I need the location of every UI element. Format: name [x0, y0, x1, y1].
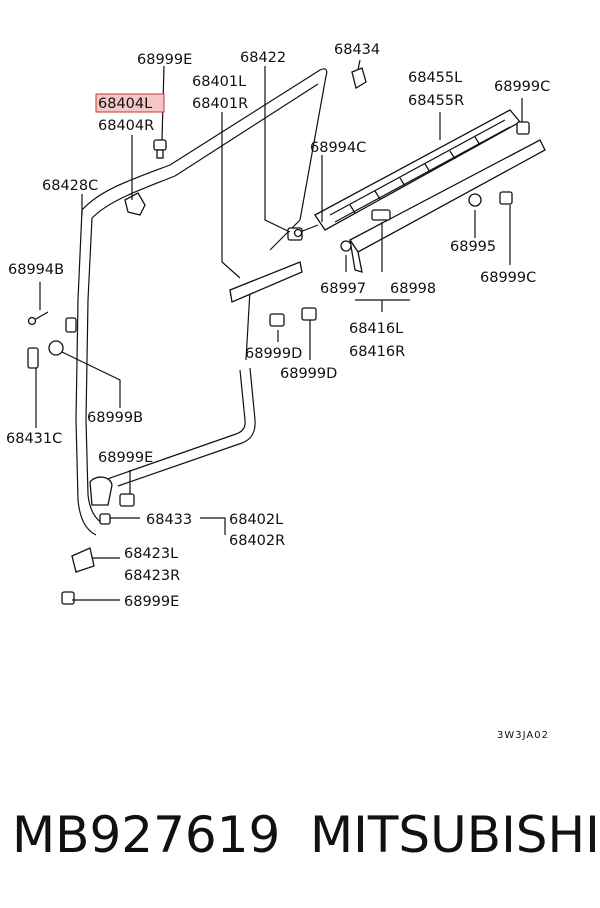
label-68997: 68997	[320, 281, 366, 297]
clip-68999D-b	[301, 307, 317, 321]
label-68422: 68422	[240, 50, 286, 66]
label-68404R: 68404R	[98, 118, 154, 134]
highlight-68404L	[95, 93, 165, 113]
label-68998: 68998	[390, 281, 436, 297]
clip-68995	[468, 193, 482, 207]
bracket-68404	[124, 192, 146, 216]
label-68999C-top: 68999C	[494, 79, 550, 95]
label-68431C: 68431C	[6, 431, 62, 447]
label-68402R: 68402R	[229, 533, 285, 549]
label-68434: 68434	[334, 42, 380, 58]
latch-68402	[89, 476, 113, 506]
label-68455L: 68455L	[408, 70, 462, 86]
leader-lines	[35, 59, 523, 601]
bolt-68999C-bottom	[499, 191, 513, 205]
label-68999E-bottom: 68999E	[124, 594, 179, 610]
bolt-68994C	[293, 224, 319, 238]
clip-68998	[371, 209, 391, 221]
part-number: MB927619	[12, 806, 281, 864]
clip-68999E-bottom	[61, 591, 75, 605]
clip-68997	[340, 240, 352, 252]
door-frame	[75, 68, 328, 536]
clip-68431C	[27, 347, 39, 369]
label-68999E-top: 68999E	[137, 52, 192, 68]
parts-diagram: 68999E 68404L 68404R 68422 68401L 68401R…	[6, 42, 550, 741]
label-68423L: 68423L	[124, 546, 178, 562]
clip-68434	[351, 67, 367, 90]
clip-68999B	[48, 340, 64, 356]
label-68995: 68995	[450, 239, 496, 255]
clip-68999E-mid	[119, 493, 135, 507]
label-68416L: 68416L	[349, 321, 403, 337]
label-68404L: 68404L	[98, 96, 152, 112]
label-68416R: 68416R	[349, 344, 405, 360]
label-68999D-b: 68999D	[280, 366, 337, 382]
label-68999C-bottom: 68999C	[480, 270, 536, 286]
label-68999B: 68999B	[87, 410, 143, 426]
label-68999D-a: 68999D	[245, 346, 302, 362]
bolt-68994B	[27, 311, 49, 326]
label-68994C: 68994C	[310, 140, 366, 156]
rail-68416	[349, 139, 546, 273]
brand-name: MITSUBISHI	[310, 806, 600, 864]
label-68428C: 68428C	[42, 178, 98, 194]
label-68423R: 68423R	[124, 568, 180, 584]
label-68999E-mid: 68999E	[98, 450, 153, 466]
diagram-code: 3W3JA02	[497, 730, 549, 741]
label-68401R: 68401R	[192, 96, 248, 112]
label-68401L: 68401L	[192, 74, 246, 90]
clip-68999E-top	[153, 139, 167, 159]
label-68433: 68433	[146, 512, 192, 528]
bolt-68999C-top	[516, 121, 530, 135]
hinge-68423	[71, 547, 95, 573]
strip-68401	[229, 261, 303, 303]
label-68402L: 68402L	[229, 512, 283, 528]
footer: MB927619 MITSUBISHI	[0, 800, 600, 880]
label-68455R: 68455R	[408, 93, 464, 109]
clip-68999D-a	[269, 313, 285, 327]
label-68994B: 68994B	[8, 262, 64, 278]
clip-68433	[99, 513, 111, 525]
clip-68428C	[65, 317, 77, 333]
